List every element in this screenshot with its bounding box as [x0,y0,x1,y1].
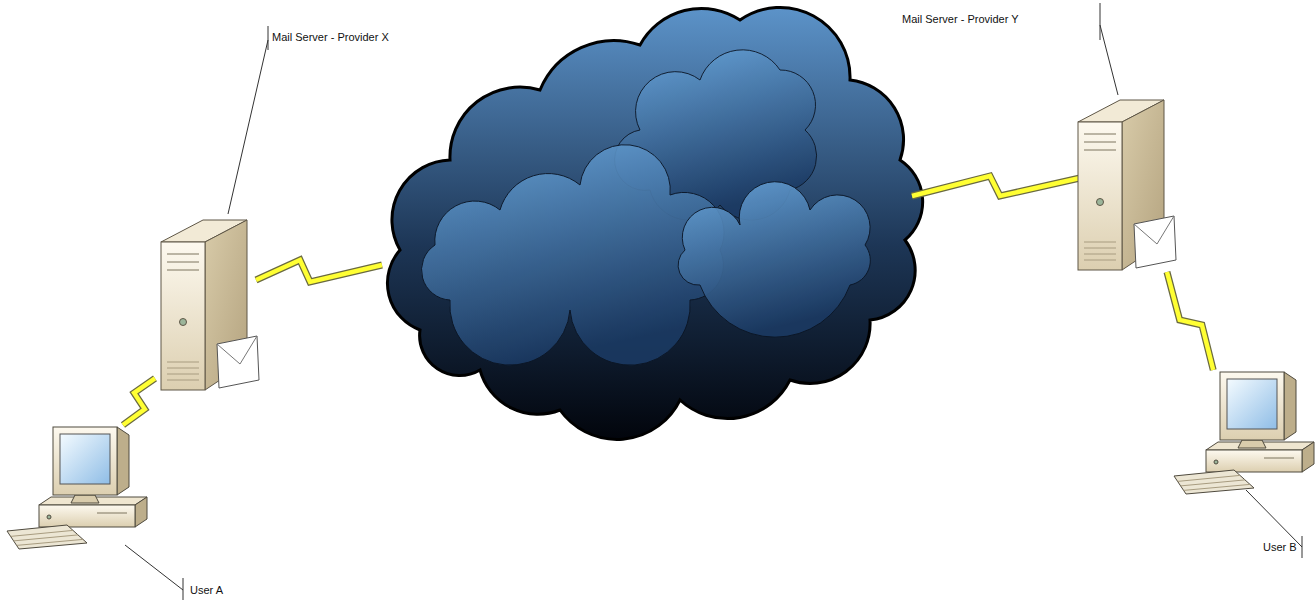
mail-server: Mail Server - Provider X [155,212,260,392]
node-label: User B [1263,541,1297,554]
mail-server: Mail Server - Provider Y [1072,92,1177,272]
user-computer: User A [5,425,155,550]
user-computer: User B [1172,370,1312,492]
server-icon [155,212,260,392]
lightning-link [256,260,382,282]
node-label: Mail Server - Provider X [272,31,389,44]
node-label: User A [190,584,223,597]
cloud-outline [387,7,922,439]
cloud-puff [422,145,725,365]
internet-cloud [387,7,922,439]
leader-line [125,3,1302,600]
computer-icon [5,425,155,550]
computer-icon [1172,370,1312,492]
lightning-link [1167,272,1213,370]
cloud-puff [678,182,870,337]
server-icon [1072,92,1177,272]
node-label: Mail Server - Provider Y [902,13,1019,26]
lightning-link [912,176,1080,196]
lightning-link [123,378,155,425]
